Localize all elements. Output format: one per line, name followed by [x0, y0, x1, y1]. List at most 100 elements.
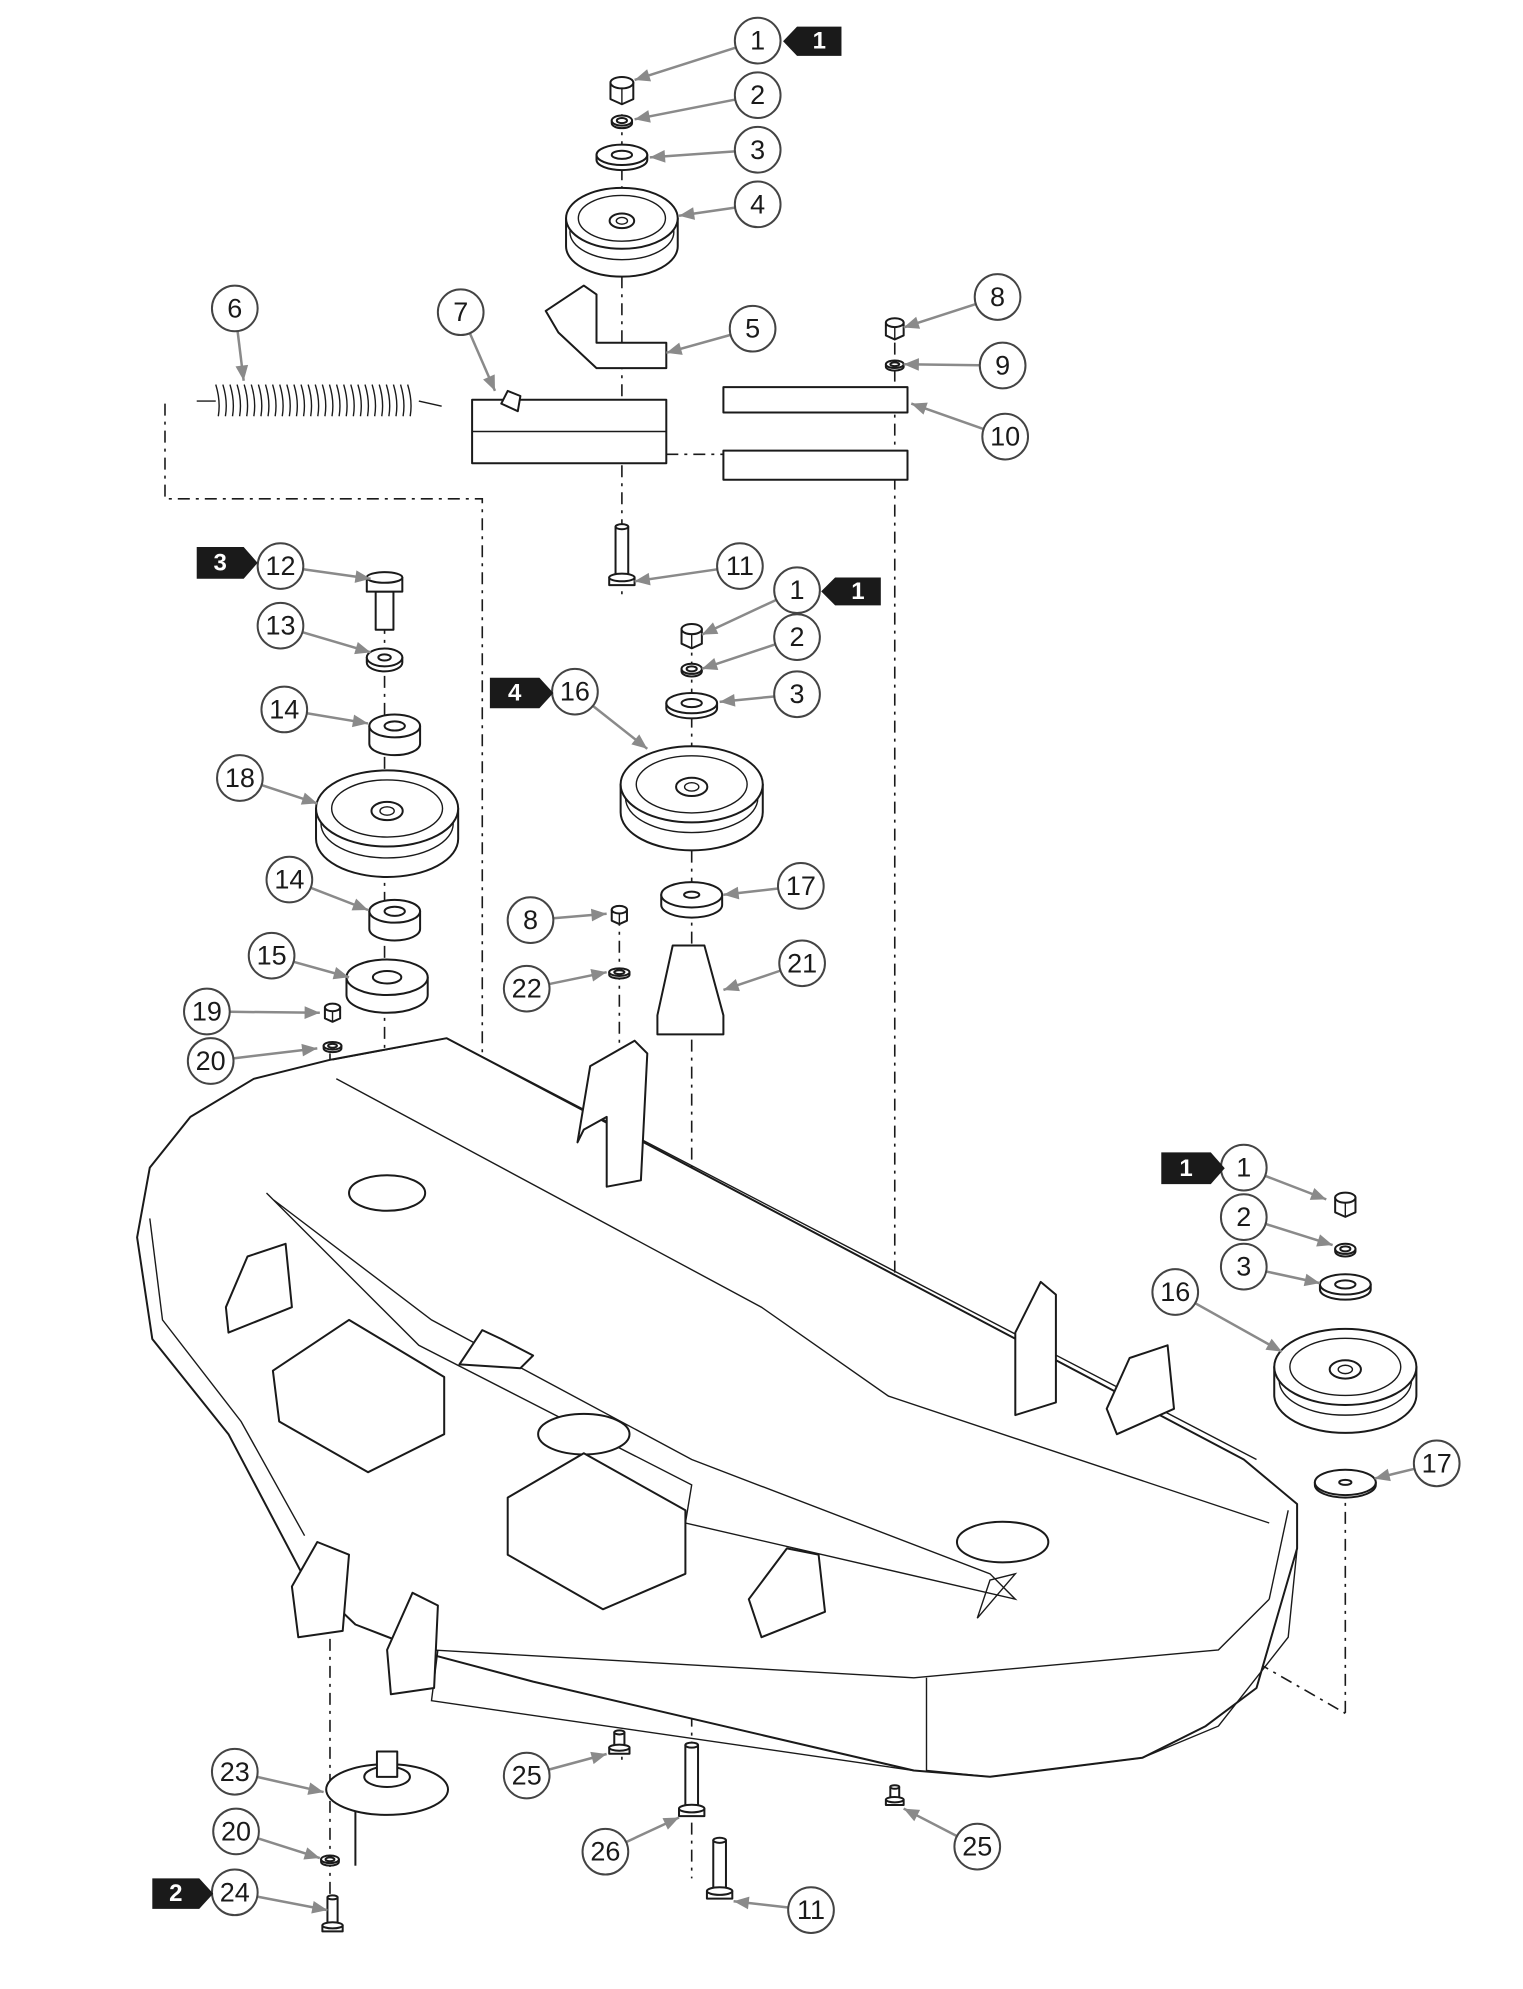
part-1-nut-center — [680, 623, 703, 650]
reference-flag-2: 2 — [152, 1878, 214, 1909]
nut-top — [680, 623, 703, 636]
front-center-bracket — [506, 1452, 687, 1611]
bolt-flange — [678, 1803, 706, 1814]
leader-arrowhead — [723, 886, 740, 900]
part-1-nut-right — [1334, 1191, 1357, 1218]
leader-arrowhead — [1309, 1187, 1327, 1200]
callout-number: 3 — [1236, 1252, 1251, 1282]
pulley-bore — [379, 806, 395, 816]
spindle-opening — [348, 1174, 427, 1212]
callout-circle — [953, 1822, 1002, 1871]
callout-number: 22 — [512, 974, 542, 1004]
part-2-washer-center — [680, 662, 703, 678]
bolt-tip — [326, 1894, 339, 1901]
callout-1: 1 — [1219, 1143, 1268, 1192]
callout-20: 20 — [212, 1807, 260, 1856]
part-25-bolt — [608, 1729, 631, 1755]
washer-hole — [889, 361, 901, 368]
callout-14: 14 — [260, 685, 309, 734]
mower-deck — [136, 1037, 1299, 1778]
part-2-washer — [610, 114, 634, 130]
washer-hole — [383, 905, 406, 917]
callout-circle — [787, 1886, 835, 1934]
callout-14: 14 — [265, 855, 314, 904]
leader-arrowhead — [723, 979, 740, 992]
callout-number: 17 — [786, 871, 816, 901]
pulley-inner — [1289, 1337, 1402, 1397]
pulley-bearing — [1328, 1359, 1362, 1380]
spindle-shaft — [375, 1750, 399, 1778]
part-17-spacer — [660, 881, 724, 919]
callout-22: 22 — [502, 964, 551, 1013]
callout-23: 23 — [210, 1747, 259, 1796]
callout-1: 1 — [773, 566, 821, 615]
leader-arrowhead — [1374, 1468, 1391, 1482]
bolt-tip — [684, 1741, 700, 1749]
leader-arrowhead — [634, 110, 651, 123]
bolt-tip — [889, 1784, 901, 1790]
part-19-nut — [323, 1002, 342, 1023]
right-bracket — [1014, 1280, 1057, 1417]
callout-1: 1 — [733, 16, 782, 65]
part-13-washer — [365, 647, 404, 673]
leader-arrowhead — [1316, 1234, 1333, 1247]
callout-5: 5 — [728, 304, 777, 353]
callout-number: 11 — [726, 551, 754, 581]
leader-arrowhead — [733, 1896, 750, 1910]
part-9-washer — [884, 359, 905, 372]
callout-number: 1 — [750, 26, 765, 56]
nut-top — [323, 1002, 342, 1013]
callout-number: 8 — [523, 905, 538, 935]
bolt-flange — [884, 1796, 905, 1804]
part-20-washer — [322, 1040, 343, 1054]
callout-number: 19 — [192, 997, 222, 1027]
leader-arrowhead — [301, 1043, 318, 1057]
washer-hole — [1334, 1279, 1357, 1290]
leader-arrowhead — [903, 316, 921, 329]
flag-number: 3 — [214, 549, 227, 576]
part-16-idler-pulley — [619, 745, 764, 852]
callout-circle — [1151, 1268, 1200, 1316]
spring-hooks — [196, 400, 442, 407]
flag-shape — [152, 1878, 214, 1909]
deck-slot — [976, 1572, 1018, 1619]
nut-top — [609, 75, 635, 90]
callout-circle — [773, 613, 821, 661]
bolt-tip — [614, 523, 630, 531]
part-25-bolt-right — [884, 1784, 905, 1807]
deck-ridge — [335, 1078, 1270, 1524]
part-14-spacer-lower — [368, 898, 422, 942]
pulley-bore — [1337, 1364, 1354, 1375]
callout-number: 3 — [790, 679, 805, 709]
bolt-flange — [321, 1921, 344, 1930]
callout-2: 2 — [773, 613, 821, 661]
callout-9: 9 — [978, 341, 1027, 390]
spindle-opening — [537, 1412, 631, 1456]
callout-circle — [260, 685, 309, 734]
washer-hole — [383, 720, 406, 732]
callout-circle — [506, 896, 555, 944]
callout-26: 26 — [581, 1827, 630, 1876]
callout-circle — [210, 284, 259, 333]
part-3-washer-right — [1318, 1273, 1372, 1301]
callout-number: 11 — [797, 1895, 825, 1925]
bolt-flange — [608, 1743, 631, 1752]
leader-line — [634, 98, 736, 121]
pulley-inner — [330, 779, 444, 838]
callout-circle — [733, 16, 782, 65]
callout-number: 14 — [274, 865, 304, 895]
callout-number: 13 — [265, 611, 295, 641]
callout-25: 25 — [953, 1822, 1002, 1871]
leader-arrowhead — [903, 1808, 921, 1822]
axis-line — [164, 403, 484, 1320]
part-23-spindle — [325, 1750, 450, 1866]
leader-arrowhead — [332, 967, 350, 980]
part-22-washer — [608, 967, 631, 980]
leader-arrowhead — [649, 149, 666, 163]
callout-11: 11 — [716, 542, 764, 590]
part-12-bolt — [365, 571, 404, 631]
washer-hole — [324, 1856, 336, 1863]
flag-shape — [196, 547, 258, 579]
part-18-spindle-pulley — [315, 769, 460, 878]
callout-19: 19 — [183, 987, 231, 1036]
